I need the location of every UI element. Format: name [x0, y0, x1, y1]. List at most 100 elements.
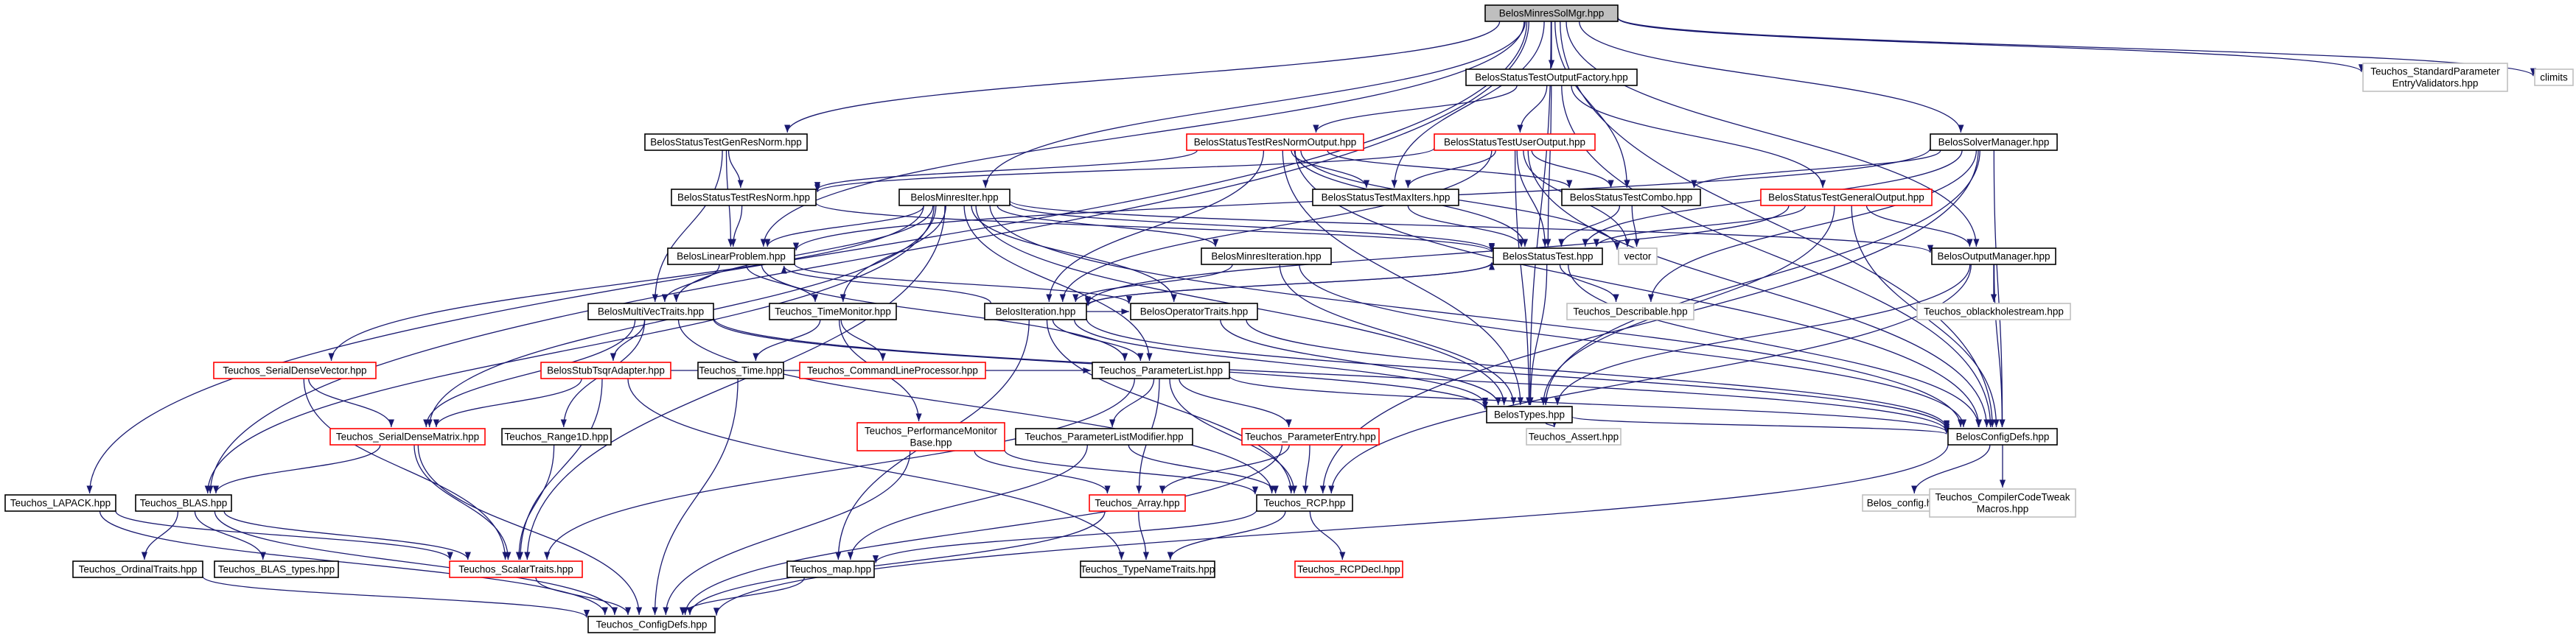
edge-minresiter-to-statustest	[1009, 203, 1495, 251]
node-ordinal[interactable]: Teuchos_OrdinalTraits.hpp	[72, 560, 203, 578]
node-optraits[interactable]: BelosOperatorTraits.hpp	[1130, 303, 1258, 320]
node-multivec[interactable]: BelosMultiVecTraits.hpp	[587, 303, 714, 320]
edge-resnormout-to-resnorm	[814, 150, 1198, 191]
node-box	[799, 362, 986, 379]
node-statustest[interactable]: BelosStatusTest.hpp	[1493, 247, 1603, 265]
edge-root-to-combo	[1554, 21, 1630, 189]
edge-plmodifier-to-tmap	[847, 444, 1088, 560]
node-plmodifier[interactable]: Teuchos_ParameterListModifier.hpp	[1015, 428, 1193, 446]
node-typename[interactable]: Teuchos_TypeNameTraits.hpp	[1080, 560, 1215, 578]
edge-paramlist-to-scalartraits	[544, 378, 1135, 560]
edge-tarray-to-tconfigdefs	[686, 510, 1106, 616]
node-timemon[interactable]: Teuchos_TimeMonitor.hpp	[769, 303, 897, 320]
node-scalartraits[interactable]: Teuchos_ScalarTraits.hpp	[449, 560, 583, 578]
node-linprob[interactable]: BelosLinearProblem.hpp	[667, 247, 795, 265]
edge-resnorm-to-statustest	[815, 202, 1495, 253]
edge-perfmon-to-tconfigdefs	[663, 450, 911, 616]
node-maxiters[interactable]: BelosStatusTestMaxIters.hpp	[1312, 189, 1459, 206]
node-box	[1256, 494, 1353, 512]
node-label: BelosStubTsqrAdapter.hpp	[547, 365, 665, 376]
edge-useroutput-to-combo	[1531, 150, 1614, 189]
edge-belostypes-to-configdefs	[1571, 416, 1950, 435]
node-box	[1618, 247, 1658, 265]
edge-minresiter-to-sdvector	[328, 205, 924, 362]
edge-lapack-to-scalartraits	[115, 510, 453, 560]
node-label: Teuchos_map.hpp	[790, 564, 871, 575]
node-lapack[interactable]: Teuchos_LAPACK.hpp	[4, 494, 116, 512]
edge-blas-to-scalartraits	[223, 510, 471, 560]
node-paramlist[interactable]: Teuchos_ParameterList.hpp	[1092, 362, 1230, 379]
node-outmgr[interactable]: BelosOutputManager.hpp	[1931, 247, 2056, 265]
edge-minresiteration-to-iteration	[1072, 264, 1233, 303]
node-teuchostime[interactable]: Teuchos_Time.hpp	[697, 362, 784, 379]
node-label: Teuchos_ParameterList.hpp	[1099, 365, 1223, 376]
node-minresiter[interactable]: BelosMinresIter.hpp	[898, 189, 1010, 206]
node-label: BelosIteration.hpp	[996, 306, 1076, 317]
node-label: BelosSolverManager.hpp	[1938, 137, 2050, 148]
node-label: BelosStatusTestOutputFactory.hpp	[1475, 72, 1628, 83]
node-genresnorm[interactable]: BelosStatusTestGenResNorm.hpp	[644, 133, 808, 151]
node-range1d[interactable]: Teuchos_Range1D.hpp	[501, 428, 612, 446]
node-box	[769, 303, 897, 320]
node-box	[214, 560, 339, 578]
node-blas[interactable]: Teuchos_BLAS.hpp	[135, 494, 232, 512]
node-iteration[interactable]: BelosIteration.hpp	[984, 303, 1087, 320]
node-tarray[interactable]: Teuchos_Array.hpp	[1089, 494, 1186, 512]
edge-combo-to-vector	[1631, 205, 1640, 247]
node-label: BelosMultiVecTraits.hpp	[598, 306, 704, 317]
node-label: BelosMinresSolMgr.hpp	[1499, 8, 1605, 19]
node-cmdline[interactable]: Teuchos_CommandLineProcessor.hpp	[799, 362, 986, 379]
node-configdefs[interactable]: BelosConfigDefs.hpp	[1947, 428, 2058, 446]
node-box	[1561, 189, 1701, 206]
node-solvermgr[interactable]: BelosSolverManager.hpp	[1930, 133, 2058, 151]
edge-minresiteration-to-belostypes	[1279, 264, 1517, 406]
edge-paramlist-to-paramentry	[1179, 378, 1292, 428]
node-resnorm[interactable]: BelosStatusTestResNorm.hpp	[671, 189, 817, 206]
node-tsqr[interactable]: BelosStubTsqrAdapter.hpp	[540, 362, 671, 379]
node-combo[interactable]: BelosStatusTestCombo.hpp	[1561, 189, 1701, 206]
edge-teuchostime-to-tconfigdefs	[652, 378, 739, 616]
node-resnormout[interactable]: BelosStatusTestResNormOutput.hpp	[1186, 133, 1364, 151]
node-label: BelosOperatorTraits.hpp	[1140, 306, 1249, 317]
edge-sdmatrix-to-blas	[212, 444, 381, 494]
edge-combo-to-statustest	[1558, 205, 1621, 247]
edge-root-to-minresiter	[982, 21, 1526, 189]
node-otfactory[interactable]: BelosStatusTestOutputFactory.hpp	[1465, 68, 1638, 86]
node-box	[1930, 133, 2058, 151]
node-box	[587, 303, 714, 320]
node-tmap[interactable]: Teuchos_map.hpp	[786, 560, 875, 578]
node-useroutput[interactable]: BelosStatusTestUserOutput.hpp	[1434, 133, 1596, 151]
node-label: Belos_config.h	[1867, 498, 1933, 509]
edge-rcp-to-tmap	[873, 509, 1257, 563]
node-rcpdecl[interactable]: Teuchos_RCPDecl.hpp	[1294, 560, 1403, 578]
node-sdmatrix[interactable]: Teuchos_SerialDenseMatrix.hpp	[329, 428, 486, 446]
edge-genresnorm-to-resnorm	[727, 150, 744, 189]
node-tconfigdefs[interactable]: Teuchos_ConfigDefs.hpp	[587, 616, 716, 633]
node-label: Teuchos_LAPACK.hpp	[10, 498, 111, 509]
node-label: BelosTypes.hpp	[1494, 409, 1565, 421]
edge-useroutput-to-belostypes	[1514, 150, 1532, 406]
node-label: Teuchos_TypeNameTraits.hpp	[1081, 564, 1215, 575]
node-label: Teuchos_Array.hpp	[1095, 498, 1179, 509]
node-paramentry[interactable]: Teuchos_ParameterEntry.hpp	[1241, 428, 1380, 446]
node-belostypes[interactable]: BelosTypes.hpp	[1486, 406, 1573, 423]
edge-timemon-to-teuchostime	[753, 319, 821, 362]
node-sdvector[interactable]: Teuchos_SerialDenseVector.hpp	[213, 362, 377, 379]
node-minresiteration[interactable]: BelosMinresIteration.hpp	[1201, 247, 1332, 265]
node-assert: Teuchos_Assert.hpp	[1526, 428, 1622, 446]
edge-resnormout-to-maxiters	[1291, 150, 1370, 189]
node-root[interactable]: BelosMinresSolMgr.hpp	[1484, 4, 1619, 22]
node-rcp[interactable]: Teuchos_RCP.hpp	[1256, 494, 1353, 512]
edge-root-to-blas	[207, 21, 1529, 494]
node-label: BelosConfigDefs.hpp	[1956, 432, 2050, 443]
node-blastypes[interactable]: Teuchos_BLAS_types.hpp	[214, 560, 339, 578]
node-generalout[interactable]: BelosStatusTestGeneralOutput.hpp	[1760, 189, 1933, 206]
node-box	[1089, 494, 1186, 512]
node-label: BelosStatusTest.hpp	[1502, 251, 1593, 262]
edge-useroutput-to-statustest	[1516, 150, 1549, 247]
edge-minresiter-to-multivec	[673, 205, 934, 303]
node-box	[644, 133, 808, 151]
